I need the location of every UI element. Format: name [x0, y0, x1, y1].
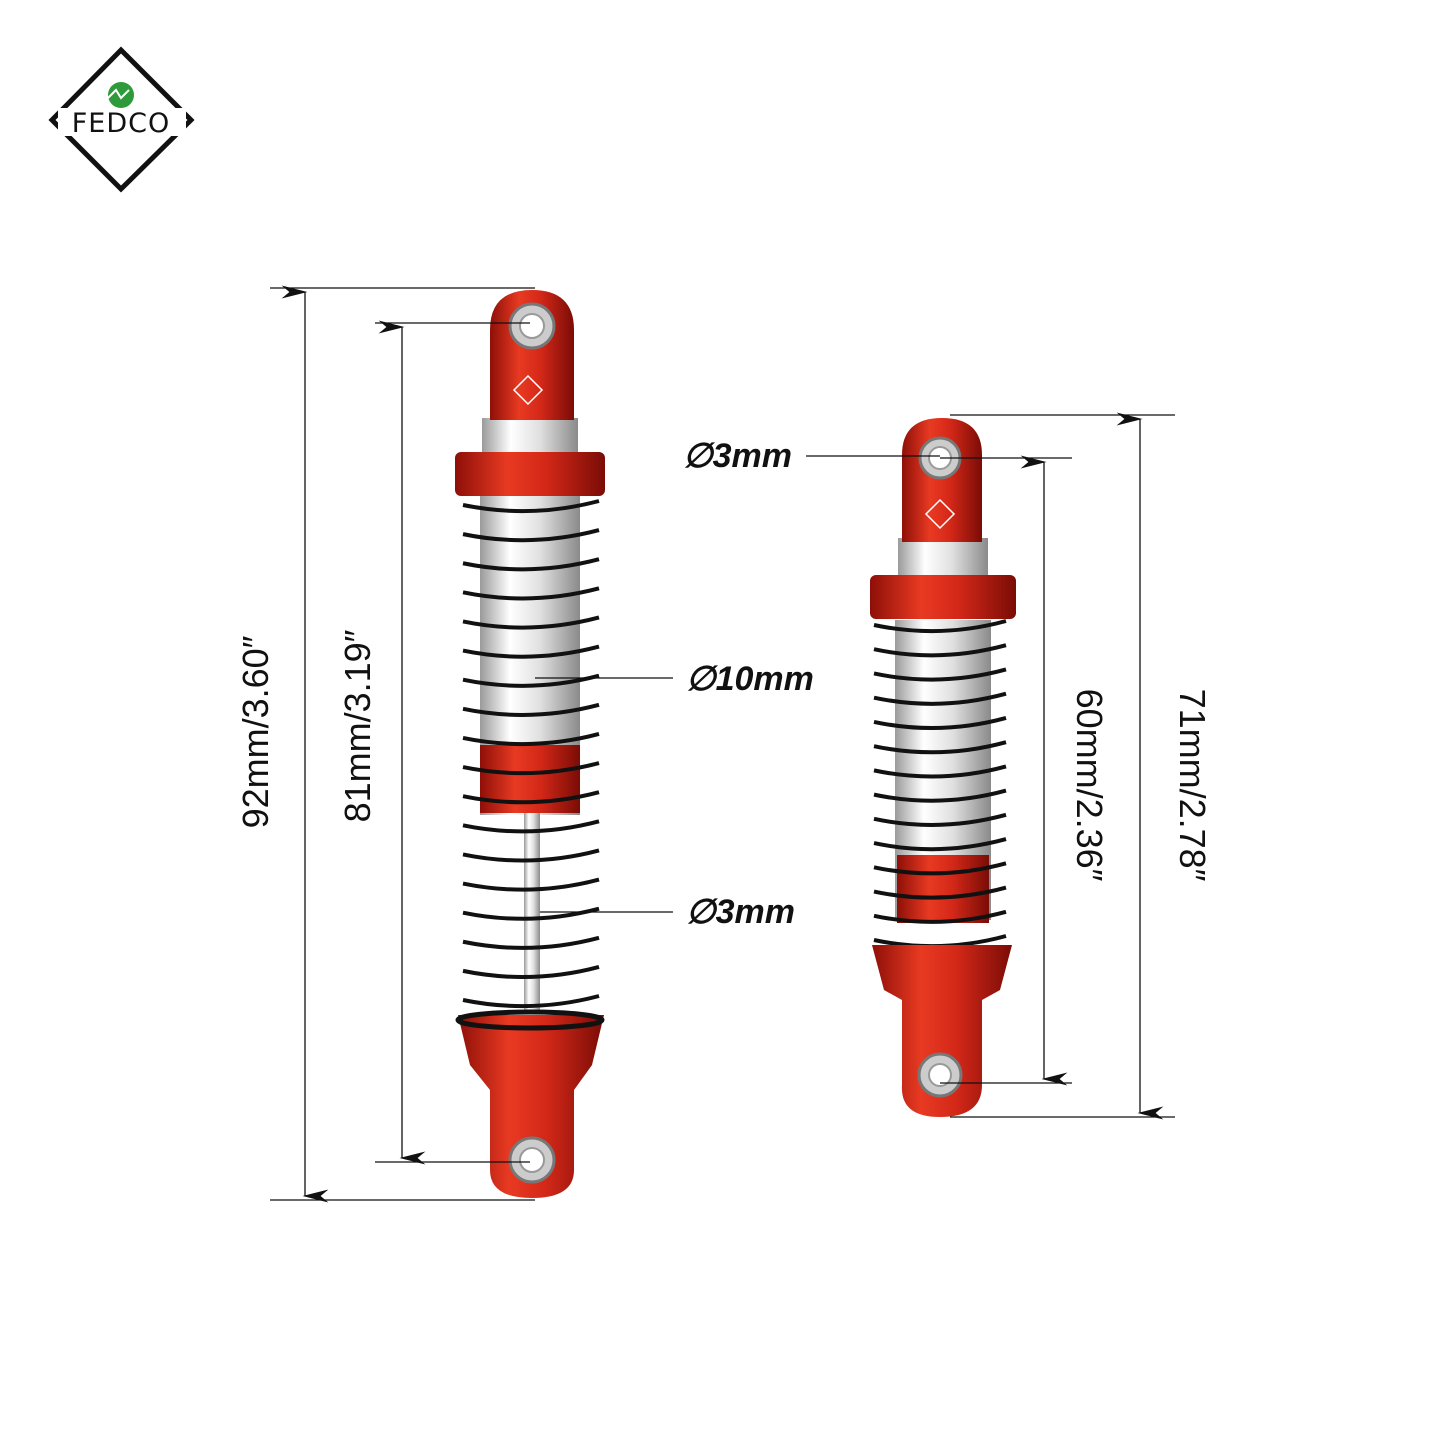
spring-coil	[873, 934, 1007, 949]
spring-coil	[873, 715, 1007, 731]
long-eye-to-eye-label: 81mm/3.19″	[337, 629, 378, 822]
spring-coil	[873, 909, 1007, 924]
spring-coil	[462, 935, 600, 950]
eye-diameter-label: ∅3mm	[683, 437, 792, 475]
spring-coil	[462, 644, 600, 659]
spring-coil	[462, 673, 600, 688]
spring-coil	[462, 557, 600, 572]
spring-coil	[462, 761, 600, 776]
spring-coil	[462, 702, 600, 717]
spring-coil	[462, 964, 600, 979]
short-shock-bottom-cap	[872, 945, 1012, 1117]
long-shock-adjuster-collar	[455, 452, 605, 496]
long-shock-bottom-cap	[458, 1015, 604, 1198]
spring-coil	[873, 643, 1007, 658]
spring-coil	[873, 837, 1007, 852]
long-shock-absorber	[455, 290, 605, 1198]
spring-coil	[462, 528, 600, 543]
spring-coil	[462, 994, 600, 1009]
logo-emblem-icon	[108, 82, 134, 108]
spring-coil	[873, 788, 1007, 803]
spring-coil	[462, 615, 600, 630]
spring-coil	[462, 877, 600, 892]
spring-coil	[873, 619, 1007, 634]
short-overall-length-label: 71mm/2.78″	[1172, 689, 1213, 882]
short-shock-spring	[873, 619, 1007, 949]
long-shock-shaft	[524, 810, 540, 1010]
short-shock-absorber	[870, 418, 1016, 1117]
spring-coil	[462, 732, 600, 747]
spring-coil	[462, 848, 600, 863]
short-eye-to-eye-label: 60mm/2.36″	[1069, 689, 1110, 882]
spring-coil	[462, 819, 600, 834]
logo-text: FEDCO	[72, 108, 171, 139]
spring-coil	[873, 740, 1007, 755]
shaft-diameter-label: ∅3mm	[686, 893, 795, 931]
long-shock-spring	[462, 499, 600, 1009]
spring-coil	[873, 764, 1007, 779]
long-overall-length-label: 92mm/3.60″	[235, 635, 276, 828]
spring-coil	[873, 691, 1007, 706]
spring-coil	[873, 885, 1007, 900]
spring-coil	[462, 790, 600, 805]
spring-coil	[873, 861, 1007, 876]
fedco-logo: FEDCO	[48, 46, 195, 193]
short-shock-adjuster-collar	[870, 575, 1016, 619]
dimension-lines	[270, 285, 1175, 1203]
spring-coil	[873, 812, 1007, 827]
spring-coil	[462, 586, 600, 601]
body-diameter-label: ∅10mm	[686, 660, 814, 698]
spring-coil	[462, 499, 600, 514]
spring-coil	[873, 667, 1007, 682]
